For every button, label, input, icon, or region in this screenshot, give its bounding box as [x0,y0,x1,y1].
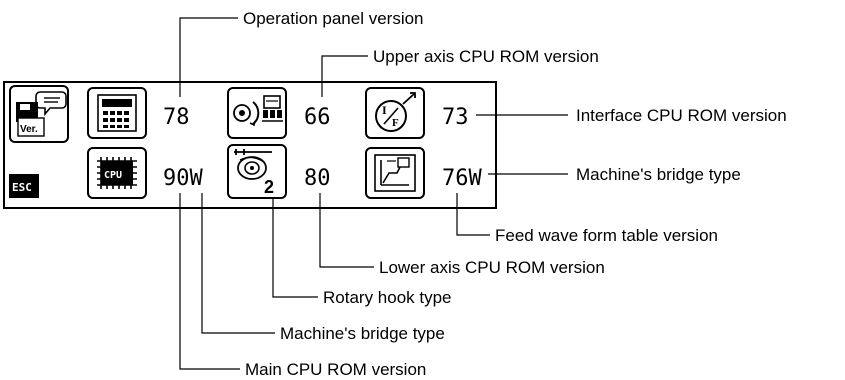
leader-lower-axis [319,193,374,268]
callout-bridge-bottom: Machine's bridge type [280,324,445,343]
esc-label: ESC [12,181,32,194]
version-info-icon: Ver. [9,85,69,143]
leader-rotary-hook [272,197,318,298]
callout-feed-wave: Feed wave form table version [495,226,718,245]
callout-upper-axis: Upper axis CPU ROM version [373,47,599,66]
cpu-icon: CPU [87,147,147,199]
feed-wave-icon [365,147,425,199]
lower-axis-cpu-version-value: 80 [304,166,331,191]
operation-panel-version-value: 78 [163,105,190,130]
upper-axis-icon [227,87,287,139]
callout-operation-panel: Operation panel version [243,9,424,28]
version-icon-label: Ver. [20,124,38,135]
rotary-hook-digit: 2 [264,177,274,197]
rotary-hook-icon: 2 [227,144,287,199]
operation-panel-icon [87,87,147,139]
leader-operation-panel [179,17,238,97]
callout-interface: Interface CPU ROM version [576,106,787,125]
main-cpu-version-value: 90W [163,166,203,191]
leader-main-cpu [179,193,240,370]
interface-cpu-version-value: 73 [442,105,469,130]
leader-lines [179,17,568,370]
esc-button[interactable]: ESC [9,174,39,198]
callout-main-cpu: Main CPU ROM version [245,360,426,379]
feed-wave-version-value: 76W [442,166,482,191]
callout-lower-axis: Lower axis CPU ROM version [379,258,605,277]
leader-feed-wave [456,193,490,236]
upper-axis-cpu-version-value: 66 [304,105,331,130]
callout-rotary-hook: Rotary hook type [323,288,452,307]
interface-icon: I F [365,87,425,139]
callout-bridge-right: Machine's bridge type [576,165,741,184]
svg-text:F: F [392,117,399,129]
cpu-icon-label: CPU [104,170,122,181]
leader-bridge-bottom [201,193,275,334]
leader-upper-axis [321,55,368,97]
svg-text:I: I [382,103,387,117]
